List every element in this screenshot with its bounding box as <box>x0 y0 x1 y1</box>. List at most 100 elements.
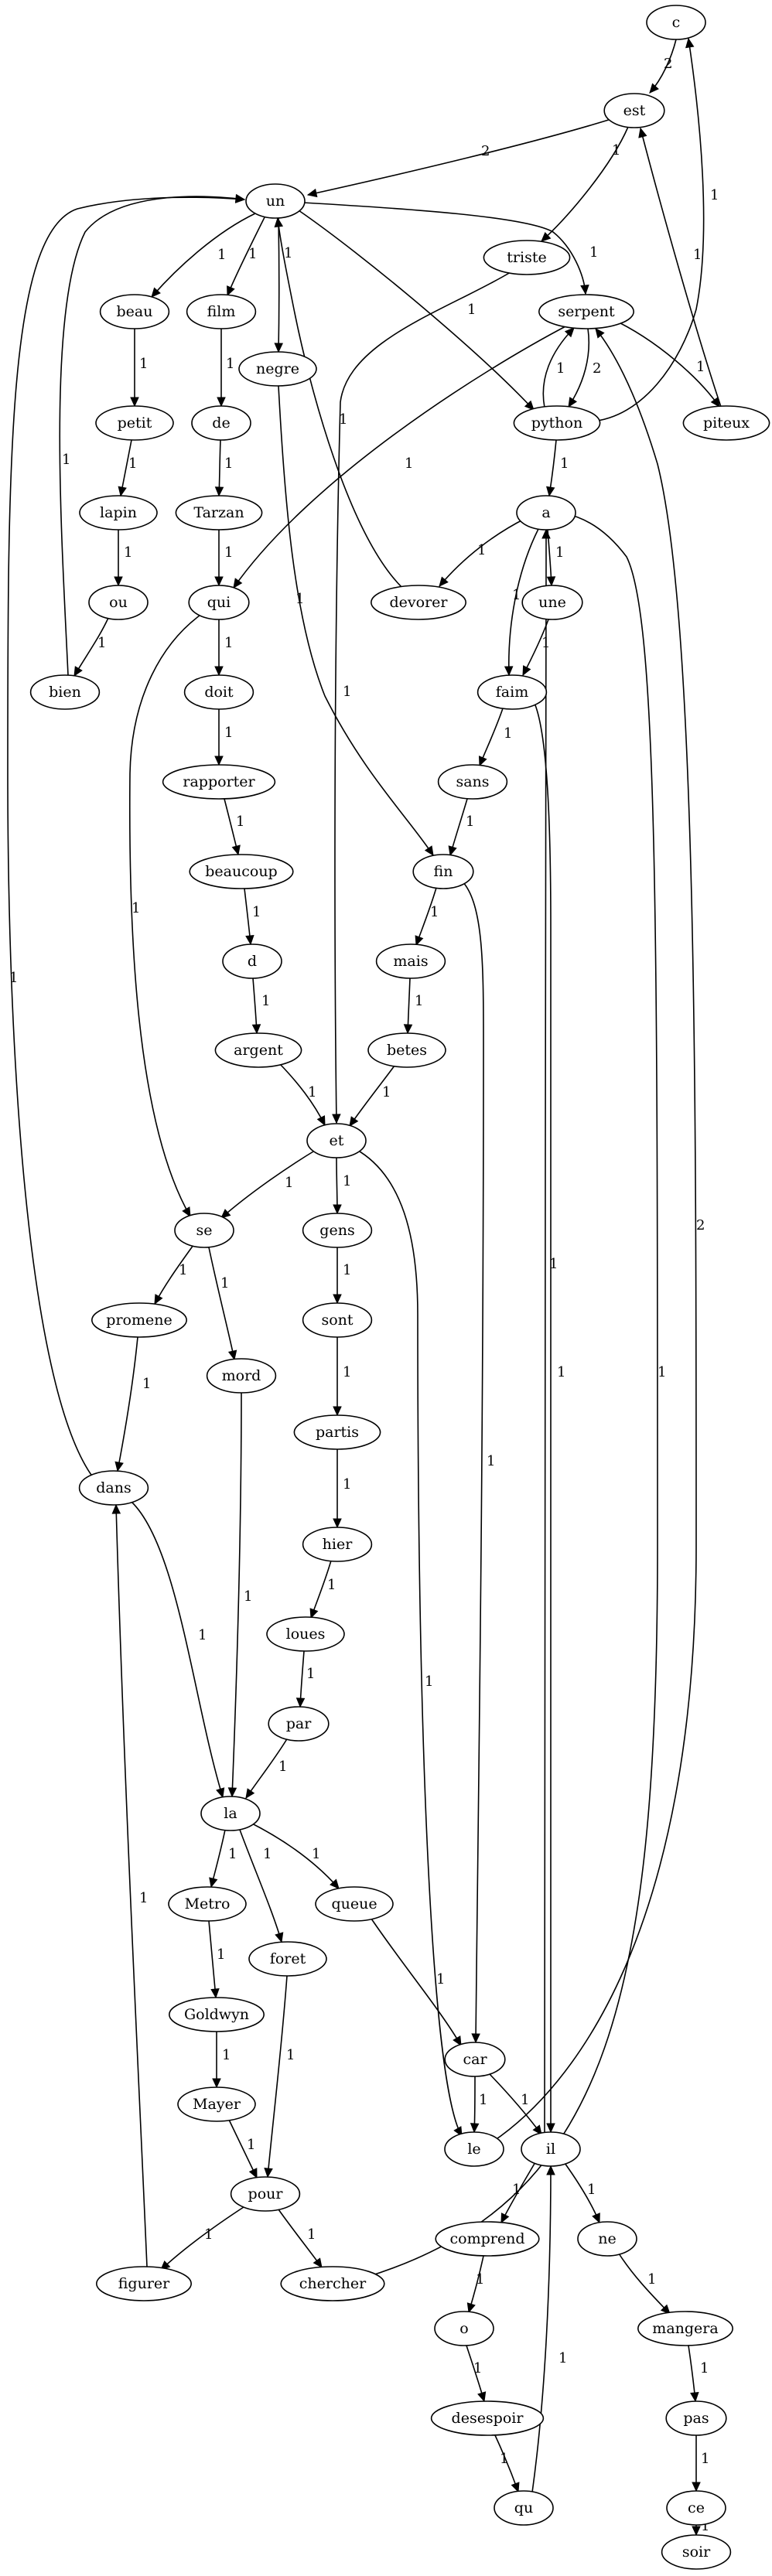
edge-line <box>131 1501 224 1798</box>
node-par: par <box>268 1706 330 1742</box>
node-ellipse <box>248 1941 327 1977</box>
node-ne: ne <box>577 2221 637 2257</box>
node-ellipse <box>230 2176 301 2212</box>
edge-argent-to-et: 1 <box>279 1063 326 1127</box>
node-label: film <box>207 303 236 320</box>
edge-beaucoup-to-d: 1 <box>244 888 261 946</box>
arrowhead <box>114 576 123 587</box>
node-label: de <box>212 415 230 432</box>
node-label: bien <box>49 684 81 701</box>
arrowhead <box>595 328 605 339</box>
edge-weight-label: 1 <box>555 544 564 561</box>
node-ellipse <box>444 2131 504 2167</box>
edge-weight-label: 1 <box>9 970 18 986</box>
edge-petit-to-lapin: 1 <box>118 439 137 497</box>
edge-c-to-est: 2 <box>649 39 677 94</box>
edge-weight-label: 1 <box>696 359 705 375</box>
arrowhead <box>466 2302 476 2314</box>
edge-triste-to-et: 1 <box>332 271 511 1124</box>
node-label: qui <box>207 594 231 611</box>
arrowhead <box>710 397 720 408</box>
node-beaucoup: beaucoup <box>189 854 294 889</box>
node-label: loues <box>286 1626 326 1643</box>
arrowhead <box>424 845 434 857</box>
node-ellipse <box>177 2086 256 2122</box>
edge-weight-label: 1 <box>179 1262 187 1278</box>
node-label: et <box>330 1132 344 1149</box>
node-ellipse <box>206 1358 277 1394</box>
edge-weight-label: 1 <box>425 1674 433 1690</box>
node-ellipse <box>646 5 706 40</box>
node-ellipse <box>430 2400 545 2436</box>
arrowhead <box>692 2526 701 2537</box>
arrowhead <box>214 486 224 497</box>
edge-un-to-film: 1 <box>227 217 265 297</box>
node-ellipse <box>266 1616 345 1652</box>
node-ellipse <box>665 2400 727 2436</box>
node-d: d <box>222 943 282 979</box>
node-ellipse <box>245 183 306 219</box>
edge-weight-label: 1 <box>521 2092 529 2108</box>
edge-loues-to-par: 1 <box>295 1650 315 1708</box>
node-dans: dans <box>78 1470 149 1506</box>
edge-pas-to-ce: 1 <box>692 2434 709 2492</box>
node-ellipse <box>637 2311 733 2346</box>
node-label: car <box>463 2051 487 2068</box>
edge-queue-to-car: 1 <box>371 1918 462 2047</box>
edge-line <box>277 217 403 589</box>
arrowhead <box>118 486 127 497</box>
node-label: pour <box>248 2185 284 2202</box>
arrowhead <box>73 666 83 677</box>
arrowhead <box>330 1878 340 1889</box>
arrowhead <box>316 1115 326 1127</box>
node-ellipse <box>238 351 317 387</box>
edge-d-to-argent: 1 <box>251 978 270 1035</box>
node-label: beaucoup <box>205 863 277 880</box>
node-queue: queue <box>315 1886 394 1922</box>
node-ellipse <box>483 240 571 275</box>
node-rapporter: rapporter <box>162 764 276 800</box>
node-ellipse <box>280 2266 385 2301</box>
node-ellipse <box>370 585 466 620</box>
edge-line <box>239 1829 282 1943</box>
node-il: il <box>521 2131 581 2167</box>
edge-pour-to-figurer: 1 <box>160 2205 247 2271</box>
node-ellipse <box>169 1997 265 2032</box>
node-label: desespoir <box>452 2410 524 2427</box>
node-chercher: chercher <box>280 2266 385 2301</box>
node-sont: sont <box>302 1302 373 1338</box>
edge-weight-label: 1 <box>701 2518 709 2534</box>
arrowhead <box>214 666 224 677</box>
edge-weight-label: 1 <box>500 2451 508 2467</box>
edge-weight-label: 1 <box>658 1364 666 1380</box>
node-ellipse <box>603 93 665 128</box>
node-ellipse <box>222 943 282 979</box>
node-ellipse <box>302 1527 373 1562</box>
arrowhead <box>592 2213 600 2224</box>
node-label: python <box>531 415 582 432</box>
node-Metro: Metro <box>168 1886 247 1922</box>
edge-line <box>298 210 535 411</box>
node-label: c <box>672 14 681 31</box>
edge-film-to-de: 1 <box>217 328 234 408</box>
node-mais: mais <box>375 943 446 979</box>
edge-weight-label: 2 <box>696 1217 705 1233</box>
edge-weight-label: 2 <box>593 360 601 377</box>
node-se: se <box>174 1213 234 1248</box>
node-argent: argent <box>214 1032 302 1068</box>
edge-line <box>278 385 434 856</box>
node-soir: soir <box>661 2534 732 2570</box>
node-mangera: mangera <box>637 2311 733 2346</box>
arrowhead <box>333 1294 342 1305</box>
arrowhead <box>448 845 457 857</box>
edge-pour-to-chercher: 1 <box>278 2209 323 2268</box>
edge-un-to-serpent: 1 <box>302 202 598 295</box>
node-label: betes <box>387 1042 427 1059</box>
edge-weight-label: 1 <box>132 900 140 916</box>
arrowhead <box>439 576 449 587</box>
edge-chercher-to-a: 1 <box>364 510 666 2278</box>
node-label: ou <box>109 594 128 611</box>
node-ellipse <box>666 2490 726 2526</box>
edge-line <box>160 2205 247 2271</box>
node-label: gens <box>319 1222 354 1239</box>
